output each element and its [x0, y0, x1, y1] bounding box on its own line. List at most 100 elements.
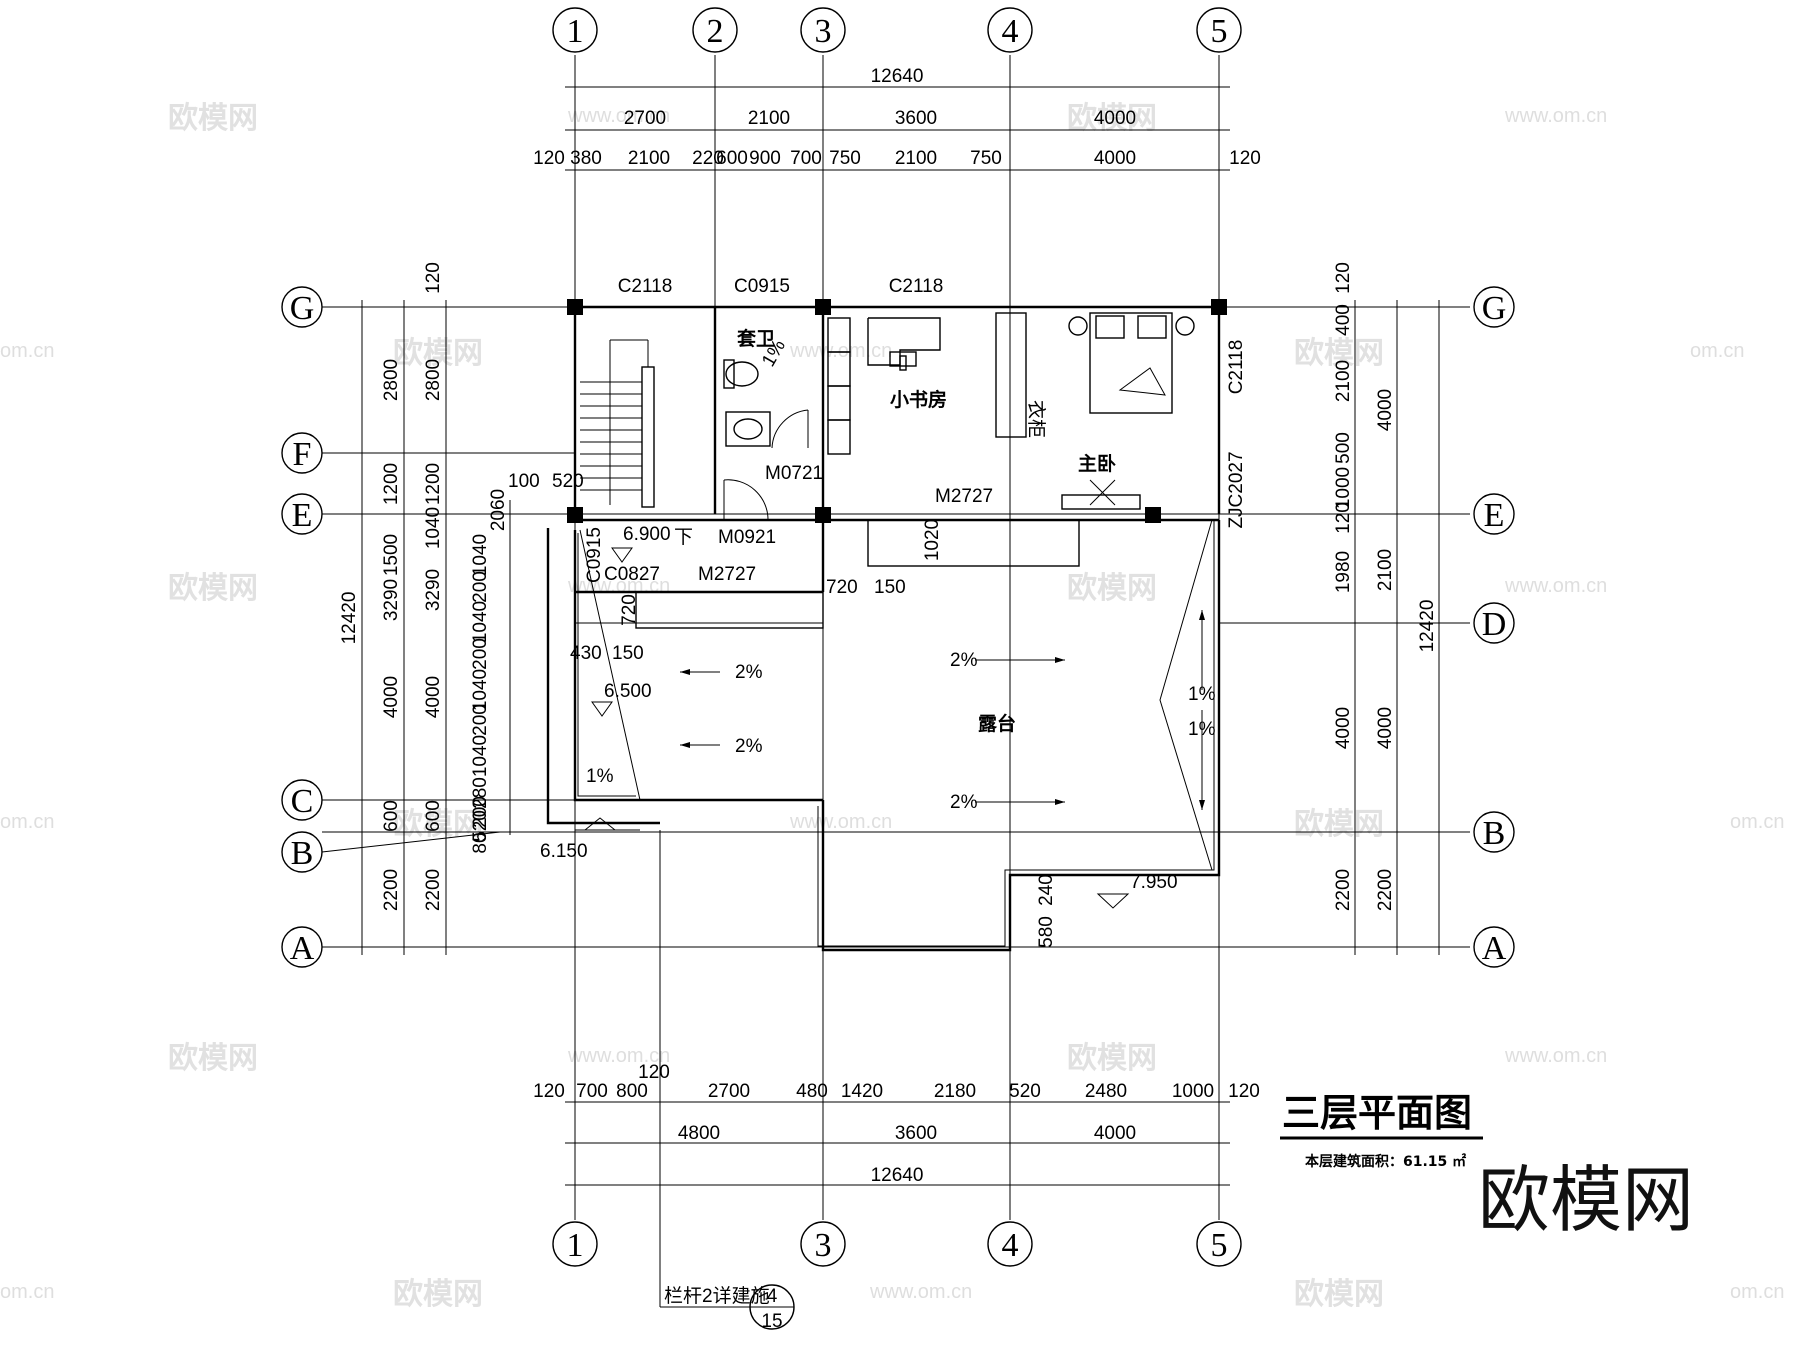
dim-label: 2800 [423, 359, 444, 401]
dim-right-total: 12420 [1417, 600, 1438, 653]
window-label: C2118 [889, 276, 944, 297]
watermark-logo: 欧模网 [1294, 1277, 1384, 1312]
dim-label: 150 [874, 577, 906, 598]
dim-label: 2100 [895, 148, 937, 169]
dim-label: 600 [423, 800, 444, 832]
dim-label: 750 [970, 148, 1002, 169]
dim-label: 2700 [708, 1081, 750, 1102]
watermark-url: www.om.cn [567, 105, 670, 127]
dim-label: 2180 [934, 1081, 976, 1102]
door-label: M2727 [935, 486, 993, 507]
dim-label: 120 [638, 1062, 670, 1083]
structural-columns [567, 299, 1227, 523]
dim-label: 380 [570, 148, 602, 169]
slope-label: 2% [950, 650, 978, 671]
dim-label: 150 [612, 643, 644, 664]
slope-label: 2% [735, 662, 763, 683]
dim-label: 2800 [381, 359, 402, 401]
staircase [580, 339, 655, 508]
axis-bubbles-bottom: 1 3 4 5 [552, 1221, 1242, 1267]
area-note: 本层建筑面积：61.15 ㎡ [1305, 1153, 1466, 1170]
dim-label: 200 [470, 571, 491, 603]
dim-label: 430 [570, 643, 602, 664]
elevation-label: 7.950 [1130, 872, 1178, 893]
axis-label: 5 [1211, 13, 1228, 50]
watermark-logo: 欧模网 [1067, 1041, 1157, 1076]
window-label: C0915 [584, 527, 605, 583]
horizontal-gridlines [322, 306, 1470, 948]
axis-bubbles-top: 1 2 3 4 5 [552, 7, 1242, 53]
axis-label: A [290, 930, 315, 967]
elevation-label: 6.500 [604, 681, 652, 702]
elevation-label: 6.150 [540, 841, 588, 862]
dim-label: 1000 [1172, 1081, 1214, 1102]
dim-label: 580 [1036, 916, 1057, 948]
dim-label: 520 [1009, 1081, 1041, 1102]
axis-label: 4 [1002, 13, 1019, 50]
misc-dimensions: 100 520 720 150 720 430 150 1020 240 580… [508, 471, 1057, 948]
dim-label: 1040 [423, 507, 444, 549]
dim-label: 100 [508, 471, 540, 492]
railing-callout: 栏杆2详建施 4 15 [659, 830, 795, 1332]
dim-label: 2100 [748, 108, 790, 129]
dim-bottom-total: 12640 [871, 1165, 924, 1186]
watermark-logo: 欧模网 [168, 1041, 258, 1076]
watermark-short: om.cn [1730, 1281, 1784, 1303]
dim-label: 120 [1333, 502, 1354, 534]
terrace-slope-lines [575, 519, 1213, 871]
axis-label: G [1482, 290, 1507, 327]
axis-label: E [1484, 497, 1505, 534]
dim-label: 240 [1036, 874, 1057, 906]
dim-label: 280 [470, 777, 491, 809]
watermark-url: www.om.cn [869, 1281, 972, 1303]
dim-label: 1040 [470, 534, 491, 576]
dim-label: 120 [533, 148, 565, 169]
dim-label: 4000 [1375, 389, 1396, 431]
dim-label: 4000 [423, 676, 444, 718]
slope-label: 2% [735, 736, 763, 757]
watermark-logo: 欧模网 [1067, 571, 1157, 606]
axis-label: 3 [815, 1227, 832, 1264]
dim-label: 120 [1228, 1081, 1260, 1102]
detail-sheet: 15 [761, 1311, 782, 1332]
dim-label: 1000 [1333, 467, 1354, 509]
watermark-logo: 欧模网 [393, 336, 483, 371]
axis-label: E [292, 497, 313, 534]
dim-label: 2200 [381, 869, 402, 911]
dim-label: 2100 [628, 148, 670, 169]
slope-label: 1% [1188, 719, 1216, 740]
dim-label: 1200 [423, 463, 444, 505]
drawing-title: 三层平面图 [1282, 1091, 1472, 1135]
dim-label: 900 [749, 148, 781, 169]
axis-label: 2 [707, 13, 724, 50]
watermark-url: www.om.cn [1504, 105, 1607, 127]
axis-label: 1 [567, 13, 584, 50]
dim-label: 4000 [381, 676, 402, 718]
watermark-logo: 欧模网 [393, 1277, 483, 1312]
dim-left-total: 12420 [339, 592, 360, 645]
brand-logo: 欧模网 [1478, 1158, 1694, 1242]
title-block: 三层平面图 本层建筑面积：61.15 ㎡ 欧模网 [1280, 1091, 1694, 1242]
axis-label: 5 [1211, 1227, 1228, 1264]
bedroom-furniture [1061, 312, 1195, 510]
door-label: M0921 [718, 527, 776, 548]
dim-label: 4000 [1375, 707, 1396, 749]
watermark-url: www.om.cn [567, 1045, 670, 1067]
room-terrace-label: 露台 [978, 712, 1016, 735]
top-dimensions: 12640 2700 2100 3600 4000 120 380 2100 2… [533, 66, 1261, 171]
door-label: M0721 [765, 463, 823, 484]
dim-label: 2100 [1333, 360, 1354, 402]
dim-label: 220 [692, 148, 724, 169]
bathroom-fixtures [723, 359, 809, 521]
dim-label: 750 [829, 148, 861, 169]
dim-label: 2200 [1375, 869, 1396, 911]
watermark-logo: 欧模网 [1294, 807, 1384, 842]
watermark-url: www.om.cn [1504, 575, 1607, 597]
axis-bubbles-left: G F E C B A [281, 286, 501, 968]
watermark-short: om.cn [1690, 340, 1744, 362]
axis-label: C [291, 783, 314, 820]
wardrobe-label: 衣柜 [1025, 400, 1047, 438]
axis-label: B [1483, 815, 1506, 852]
opening-labels: C2118 C0915 C2118 C2118 C0915 C0827 ZJC2… [584, 276, 1247, 585]
